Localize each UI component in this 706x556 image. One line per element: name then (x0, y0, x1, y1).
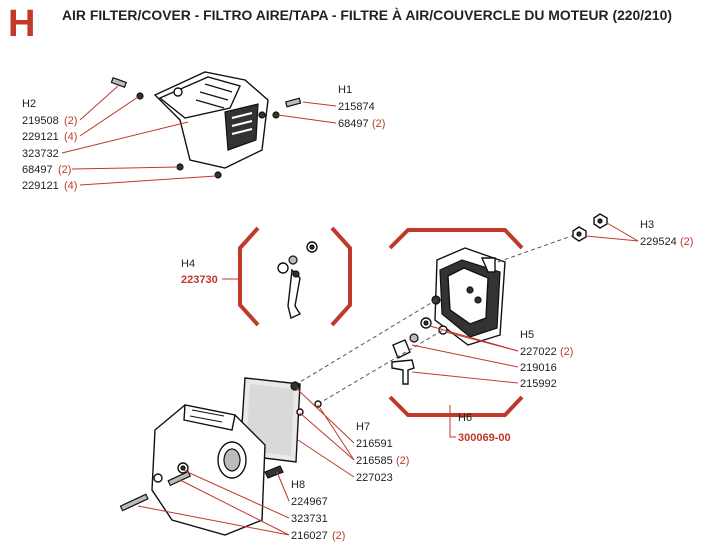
svg-text:(4): (4) (64, 131, 77, 143)
svg-text:215874: 215874 (338, 101, 375, 113)
h5-item-2: 215992 (520, 378, 557, 390)
svg-text:227022: 227022 (520, 346, 557, 358)
h2-item-1: 229121 (4) (22, 131, 77, 143)
svg-text:(2): (2) (372, 118, 385, 130)
h7-item-0: 216591 (356, 438, 393, 450)
screw-top-right (272, 97, 302, 119)
h1-item-1: 68497 (2) (338, 118, 385, 130)
filter-base-part (434, 247, 506, 346)
svg-text:224967: 224967 (291, 496, 328, 508)
h4-kit-number: 223730 (181, 274, 218, 286)
svg-text:68497: 68497 (338, 118, 369, 130)
h4-kit-bracket (238, 226, 352, 327)
h2-item-2: 323732 (22, 148, 59, 160)
svg-text:216591: 216591 (356, 438, 393, 450)
svg-text:(4): (4) (64, 180, 77, 192)
filter-base-small-parts (391, 295, 448, 385)
svg-text:229524: 229524 (640, 236, 677, 248)
h2-item-3: 68497 (2) (22, 164, 71, 176)
h5-leader-lines (411, 325, 519, 384)
choke-lever-part (277, 241, 318, 319)
screw-top-left (110, 76, 144, 100)
cover-screws (119, 470, 192, 512)
h5-item-1: 219016 (520, 362, 557, 374)
h7-item-1: 216585 (2) (356, 455, 409, 467)
h8-item-1: 323731 (291, 513, 328, 525)
h3-leader-lines (585, 222, 639, 242)
filter-element-small-parts (290, 381, 322, 416)
svg-text:(2): (2) (332, 530, 345, 542)
h6-dashed-guides (294, 232, 581, 405)
svg-text:219016: 219016 (520, 362, 557, 374)
svg-text:323731: 323731 (291, 513, 328, 525)
svg-text:229121: 229121 (22, 131, 59, 143)
h8-item-0: 224967 (291, 496, 328, 508)
h4-code: H4 (181, 258, 195, 270)
h5-item-0: 227022 (2) (520, 346, 573, 358)
h6-kit-bracket (388, 228, 524, 417)
screw-lower (214, 171, 222, 179)
h8-code: H8 (291, 479, 305, 491)
h7-code: H7 (356, 421, 370, 433)
svg-text:(2): (2) (680, 236, 693, 248)
page-title: AIR FILTER/COVER - FILTRO AIRE/TAPA - FI… (62, 8, 672, 23)
h2-code: H2 (22, 98, 36, 110)
engine-cover-top (153, 71, 269, 169)
h6-code: H6 (458, 412, 472, 424)
h2-leader-lines (61, 85, 217, 186)
svg-text:68497: 68497 (22, 164, 53, 176)
h8-leader-lines (137, 469, 290, 536)
svg-text:227023: 227023 (356, 472, 393, 484)
h2-item-4: 229121 (4) (22, 180, 77, 192)
svg-text:(2): (2) (396, 455, 409, 467)
svg-text:323732: 323732 (22, 148, 59, 160)
h3-nuts (572, 213, 608, 242)
h6-leader-line (449, 405, 456, 438)
h3-code: H3 (640, 219, 654, 231)
svg-text:(2): (2) (560, 346, 573, 358)
h6-kit-number: 300069-00 (458, 432, 511, 444)
svg-text:(2): (2) (64, 115, 77, 127)
h8-item-2: 216027 (2) (291, 530, 345, 542)
h1-leader-lines (277, 101, 337, 124)
section-letter: H (8, 3, 35, 45)
h2-item-0: 219508 (2) (22, 115, 77, 127)
h7-leader-lines (295, 387, 355, 478)
svg-text:216585: 216585 (356, 455, 393, 467)
svg-text:(2): (2) (58, 164, 71, 176)
h5-code: H5 (520, 329, 534, 341)
svg-text:216027: 216027 (291, 530, 328, 542)
svg-text:219508: 219508 (22, 115, 59, 127)
h3-item-0: 229524 (2) (640, 236, 693, 248)
svg-text:215992: 215992 (520, 378, 557, 390)
h7-item-2: 227023 (356, 472, 393, 484)
h1-item-0: 215874 (338, 101, 375, 113)
h1-code: H1 (338, 84, 352, 96)
filter-cover-part (151, 404, 284, 536)
svg-text:229121: 229121 (22, 180, 59, 192)
